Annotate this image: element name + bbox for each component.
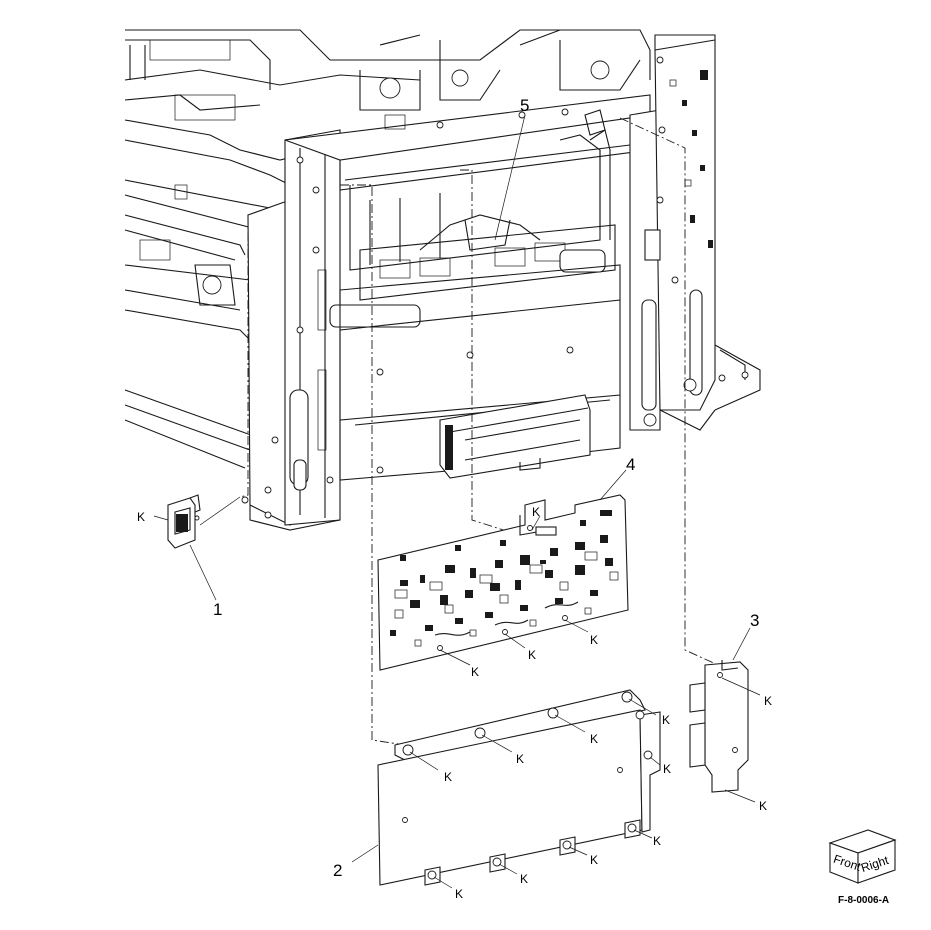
callout-5: 5 — [520, 96, 529, 115]
screw-labels: K K K K K K K K K K K K K K K K — [137, 505, 772, 901]
part-3-bracket — [689, 627, 761, 803]
part-4-circuit-board — [377, 469, 629, 671]
callout-4: 4 — [626, 455, 635, 474]
k-label: K — [137, 510, 145, 524]
part-2-shield-plate — [351, 689, 661, 889]
callout-2: 2 — [333, 861, 342, 880]
k-label: K — [662, 713, 670, 727]
k-label: K — [663, 762, 671, 776]
k-label: K — [444, 770, 452, 784]
k-label: K — [455, 887, 463, 901]
callout-1: 1 — [213, 600, 222, 619]
k-label: K — [759, 799, 767, 813]
k-label: K — [590, 633, 598, 647]
k-label: K — [516, 752, 524, 766]
k-label: K — [471, 665, 479, 679]
k-label: K — [520, 872, 528, 886]
figure-id: F-8-0006-A — [838, 895, 889, 906]
k-label: K — [764, 694, 772, 708]
part-1-interlock-switch — [153, 494, 241, 601]
k-label: K — [532, 505, 540, 519]
part-5-leader — [494, 114, 526, 241]
k-label: K — [528, 648, 536, 662]
callout-3: 3 — [750, 611, 759, 630]
machine-frame — [124, 29, 761, 531]
orientation-cube: Front Right — [828, 829, 897, 884]
k-label: K — [653, 834, 661, 848]
callout-numbers: 5 4 1 3 2 — [213, 96, 759, 880]
k-label: K — [590, 853, 598, 867]
k-label: K — [590, 732, 598, 746]
